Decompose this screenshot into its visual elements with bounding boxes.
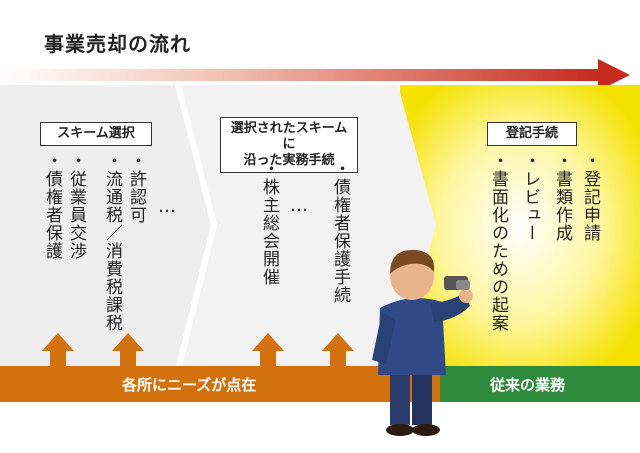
phase-2-label-line-2: 沿った実務手続: [243, 153, 335, 168]
up-arrow-icon: [112, 333, 144, 367]
traditional-work-bar: [440, 366, 640, 402]
phase-2-ellipsis: …: [290, 195, 308, 216]
phase-3-item: ・書類作成: [552, 152, 572, 242]
up-arrow-icon: [322, 333, 354, 367]
needs-bar: [0, 366, 440, 402]
phase-2-label-line-1: 選択されたスキームに: [230, 121, 348, 152]
phase-2-item: ・株主総会開催: [259, 160, 279, 286]
businessman-with-binoculars-illustration: [372, 249, 473, 436]
phase-1-item: ・許認可: [126, 152, 146, 224]
phase-1-item: ・従業員交渉: [66, 152, 86, 260]
phase-1-label: スキーム選択: [40, 122, 152, 146]
traditional-work-label: 従来の業務: [490, 376, 566, 394]
page-title: 事業売却の流れ: [44, 32, 191, 56]
up-arrow-icon: [252, 333, 284, 367]
phase-3-label: 登記手続: [487, 122, 577, 146]
phase-3-item: ・レビュー: [520, 152, 540, 242]
phase-1-item: ・債権者保護: [42, 152, 62, 260]
phase-3-item: ・書面化のための起案: [488, 152, 508, 332]
phase-1-item: ・流通税／消費税課税: [102, 152, 122, 332]
phase-3-item: ・登記申請: [580, 152, 600, 242]
phase-2-label: 選択されたスキームに 沿った実務手続: [220, 117, 358, 173]
up-arrow-icon: [42, 333, 74, 367]
phase-panel-1: [0, 85, 214, 370]
need-arrows: [42, 333, 354, 367]
phase-panels: [0, 85, 640, 371]
timeline-arrow: [0, 59, 630, 91]
phase-1-ellipsis: …: [158, 196, 176, 217]
phase-2-item: ・債権者保護手続: [330, 160, 350, 304]
needs-bar-label: 各所にニーズが点在: [122, 376, 257, 394]
